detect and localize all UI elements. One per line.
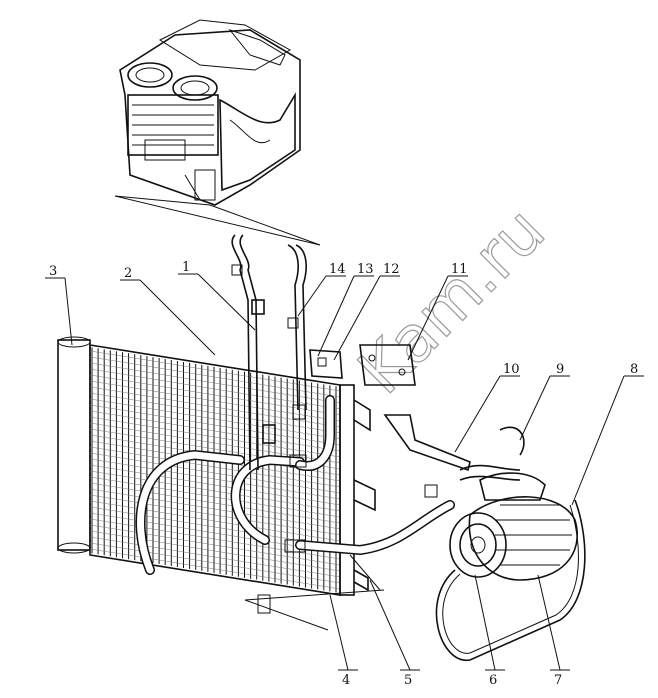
refrigerant-lines xyxy=(135,234,525,575)
callout-labels: 1 2 3 4 5 6 7 8 9 10 11 12 13 14 xyxy=(49,260,638,688)
hvac-unit xyxy=(119,19,301,206)
drive-belt xyxy=(435,499,586,661)
callout-4: 4 xyxy=(342,673,350,688)
callout-1: 1 xyxy=(182,260,190,275)
compressor xyxy=(449,472,578,581)
callout-14: 14 xyxy=(329,262,346,277)
fittings xyxy=(231,264,438,614)
callout-8: 8 xyxy=(630,362,638,377)
callout-10: 10 xyxy=(503,362,520,377)
callout-7: 7 xyxy=(554,673,562,688)
callout-2: 2 xyxy=(124,266,132,281)
condenser xyxy=(57,336,376,596)
callout-6: 6 xyxy=(489,673,497,688)
callout-9: 9 xyxy=(556,362,564,377)
callout-11: 11 xyxy=(451,262,468,277)
leader-lines-hvac xyxy=(114,195,321,246)
watermark-text: Kam.ru xyxy=(345,194,560,409)
callout-leaders xyxy=(45,273,644,671)
callout-13: 13 xyxy=(357,262,374,277)
callout-12: 12 xyxy=(383,262,400,277)
callout-3: 3 xyxy=(49,264,57,279)
brackets xyxy=(309,344,471,472)
callout-5: 5 xyxy=(404,673,412,688)
